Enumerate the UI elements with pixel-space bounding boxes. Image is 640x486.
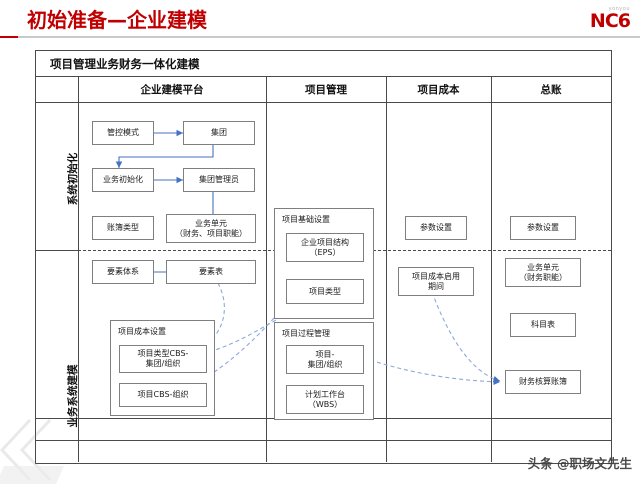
node-element-system[interactable]: 要素体系 <box>92 260 154 284</box>
matrix-column-header-row: 企业建模平台 项目管理 项目成本 总账 <box>36 77 611 103</box>
group-label-project-process-management: 项目过程管理 <box>282 329 330 338</box>
slide-header: 初始准备—企业建模 yonyou NC6 <box>0 0 640 40</box>
node-project-cost-enable-period[interactable]: 项目成本启用 期间 <box>398 267 474 296</box>
node-eps[interactable]: 企业项目结构 （EPS） <box>286 233 364 262</box>
matrix-caption-text: 项目管理业务财务一体化建模 <box>50 56 200 71</box>
band-label-system-init: 系统初始化 <box>67 152 79 206</box>
node-control-mode[interactable]: 管控模式 <box>92 121 154 145</box>
band-divider-solid <box>36 250 78 251</box>
column-separator-1 <box>266 77 267 462</box>
node-project-type-cbs[interactable]: 项目类型CBS- 集团/组织 <box>119 345 207 373</box>
column-header-enterprise-modeling: 企业建模平台 <box>140 84 204 96</box>
watermark-decoration <box>0 418 64 484</box>
node-plan-workbench-wbs[interactable]: 计划工作台 （WBS） <box>286 385 364 414</box>
node-parameter-settings-cost[interactable]: 参数设置 <box>405 216 467 240</box>
column-separator-3 <box>491 77 492 462</box>
node-business-init[interactable]: 业务初始化 <box>92 168 154 192</box>
node-project-group-org[interactable]: 项目- 集团/组织 <box>286 345 364 374</box>
logo-subtext: yonyou <box>608 6 630 12</box>
watermark-attribution: 头条 @职场文先生 <box>527 456 632 471</box>
column-header-project-cost: 项目成本 <box>417 84 460 96</box>
node-business-unit-finance-project[interactable]: 业务单元 （财务、项目职能） <box>166 214 256 243</box>
brand-logo: yonyou NC6 <box>589 6 631 32</box>
column-separator-2 <box>386 77 387 462</box>
node-account-chart[interactable]: 科目表 <box>510 313 576 337</box>
header-divider <box>0 36 640 38</box>
node-project-cbs-org[interactable]: 项目CBS-组织 <box>119 383 207 407</box>
node-group-admin[interactable]: 集团管理员 <box>183 168 255 192</box>
group-label-project-basic-settings: 项目基础设置 <box>282 215 330 224</box>
matrix-caption: 项目管理业务财务一体化建模 <box>36 51 611 77</box>
node-group[interactable]: 集团 <box>183 121 255 145</box>
node-project-type[interactable]: 项目类型 <box>286 279 364 304</box>
matrix-row-line-2 <box>36 440 611 441</box>
node-ledger-type[interactable]: 账簿类型 <box>92 216 154 240</box>
page-title: 初始准备—企业建模 <box>27 8 207 32</box>
header-divider-accent <box>0 36 18 38</box>
column-header-project-management: 项目管理 <box>305 84 347 96</box>
node-finance-accounting-book[interactable]: 财务核算账簿 <box>505 370 581 394</box>
node-parameter-settings-gl[interactable]: 参数设置 <box>510 216 576 240</box>
column-separator-0 <box>78 77 79 462</box>
column-header-general-ledger: 总账 <box>540 84 562 96</box>
group-label-project-cost-settings: 项目成本设置 <box>118 327 166 336</box>
node-element-table[interactable]: 要素表 <box>166 260 256 284</box>
logo-wordmark: NC6 <box>589 10 631 32</box>
node-business-unit-finance[interactable]: 业务单元 （财务职能） <box>505 258 581 287</box>
